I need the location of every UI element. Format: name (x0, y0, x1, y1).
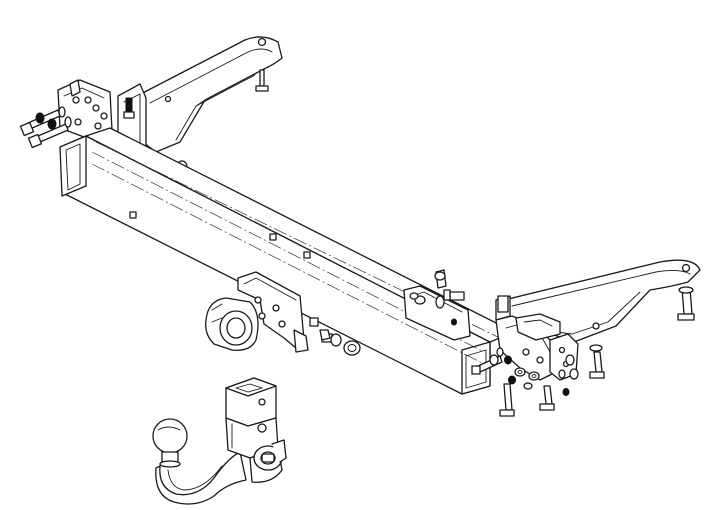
socket-mount-bracket (237, 271, 309, 353)
electrical-socket (205, 297, 259, 351)
left-side-plate (57, 79, 113, 141)
right-fastener-set (471, 286, 695, 417)
left-mounting-bracket (117, 36, 283, 161)
right-upper-fasteners (434, 269, 509, 313)
socket-fasteners (319, 329, 361, 356)
centre-right-joint-plate (403, 285, 471, 341)
tow-ball-arm (152, 377, 287, 505)
right-mounting-bracket (495, 259, 701, 381)
main-cross-beam (59, 127, 515, 395)
